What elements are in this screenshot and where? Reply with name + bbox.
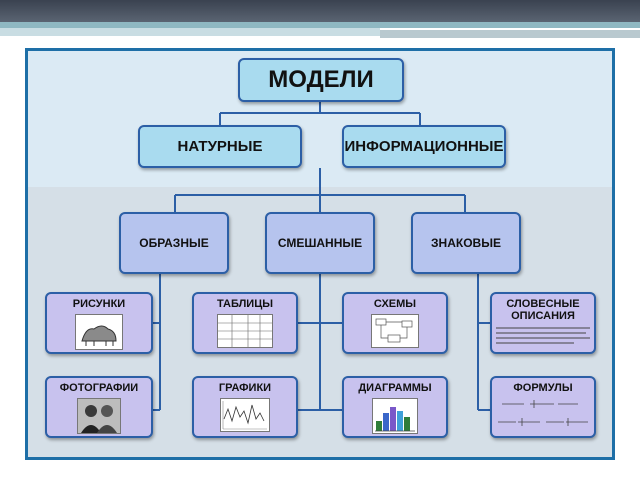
- leaf-risunki: РИСУНКИ: [45, 292, 153, 354]
- window-top-bar: [0, 0, 640, 22]
- leaf-skhemy: СХЕМЫ: [342, 292, 448, 354]
- leaf-label: ФОТОГРАФИИ: [59, 382, 139, 394]
- leaf-label: СХЕМЫ: [373, 298, 417, 310]
- node-znakovye: ЗНАКОВЫЕ: [411, 212, 521, 274]
- text-lines-illustration: [496, 327, 590, 344]
- node-label: ИНФОРМАЦИОННЫЕ: [344, 138, 504, 155]
- root-label: МОДЕЛИ: [268, 66, 374, 93]
- table-thumbnail: [217, 314, 273, 348]
- node-label: ОБРАЗНЫЕ: [139, 236, 209, 250]
- leaf-label: ГРАФИКИ: [218, 382, 272, 394]
- node-informatsionnye: ИНФОРМАЦИОННЫЕ: [342, 125, 506, 168]
- formula-illustration: [498, 400, 588, 426]
- node-label: СМЕШАННЫЕ: [277, 236, 363, 250]
- node-label: НАТУРНЫЕ: [177, 138, 263, 155]
- leaf-label: ТАБЛИЦЫ: [216, 298, 274, 310]
- node-naturnye: НАТУРНЫЕ: [138, 125, 302, 168]
- leaf-label: РИСУНКИ: [72, 298, 126, 310]
- decor-stripe: [0, 28, 380, 36]
- leaf-grafiki: ГРАФИКИ: [192, 376, 298, 438]
- node-smeshannye: СМЕШАННЫЕ: [265, 212, 375, 274]
- leaf-label: ДИАГРАММЫ: [358, 382, 432, 394]
- leaf-tablitsy: ТАБЛИЦЫ: [192, 292, 298, 354]
- leaf-diagrammy: ДИАГРАММЫ: [342, 376, 448, 438]
- decor-stripe: [380, 30, 640, 38]
- node-label: ЗНАКОВЫЕ: [431, 236, 501, 250]
- bar-chart-thumbnail: [372, 398, 418, 434]
- leaf-slovesnye-opisaniya: СЛОВЕСНЫЕ ОПИСАНИЯ: [490, 292, 596, 354]
- leaf-formuly: ФОРМУЛЫ: [490, 376, 596, 438]
- scheme-thumbnail: [371, 314, 419, 348]
- photo-thumbnail: [77, 398, 121, 434]
- node-obraznye: ОБРАЗНЫЕ: [119, 212, 229, 274]
- drawing-thumbnail: [75, 314, 123, 350]
- leaf-fotografii: ФОТОГРАФИИ: [45, 376, 153, 438]
- root-node-modeli: МОДЕЛИ: [238, 58, 404, 102]
- leaf-label: ФОРМУЛЫ: [513, 382, 573, 394]
- leaf-label-line2: ОПИСАНИЯ: [511, 310, 575, 322]
- graph-thumbnail: [220, 398, 270, 432]
- leaf-label-line1: СЛОВЕСНЫЕ: [506, 298, 580, 310]
- decor-stripe: [0, 22, 640, 28]
